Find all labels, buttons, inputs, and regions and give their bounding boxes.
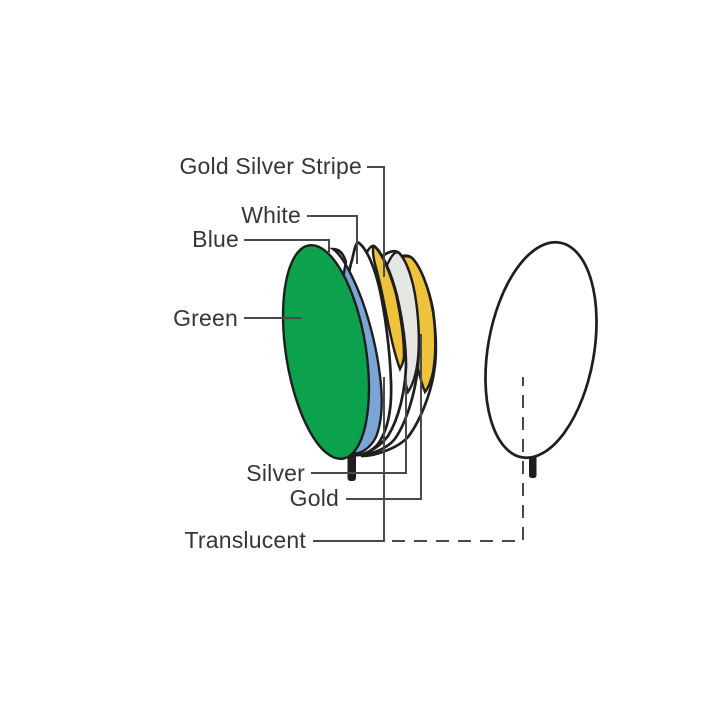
white-label: White [241, 202, 301, 228]
translucent-label: Translucent [184, 527, 306, 553]
gold-silver-stripe-leader-line [367, 166, 385, 277]
disc-fan [281, 241, 438, 481]
translucent-disc [484, 240, 598, 460]
gold-silver-stripe-disc-face [371, 244, 406, 372]
gold-silver-stripe-label: Gold Silver Stripe [179, 153, 362, 179]
blue-leader-line [244, 239, 330, 254]
translucent-disc-group [484, 240, 598, 478]
green-disc [281, 243, 371, 461]
translucent-leader-line [313, 377, 385, 542]
labels: Gold Silver Stripe White Blue Green Silv… [173, 153, 362, 553]
white-leader-line [307, 215, 358, 264]
blue-label: Blue [192, 226, 239, 252]
gold-label: Gold [290, 485, 339, 511]
silver-leader-line [311, 378, 407, 474]
silver-label: Silver [246, 460, 305, 486]
green-label: Green [173, 305, 238, 331]
gold-leader-line [346, 334, 422, 500]
leader-lines [244, 166, 524, 542]
